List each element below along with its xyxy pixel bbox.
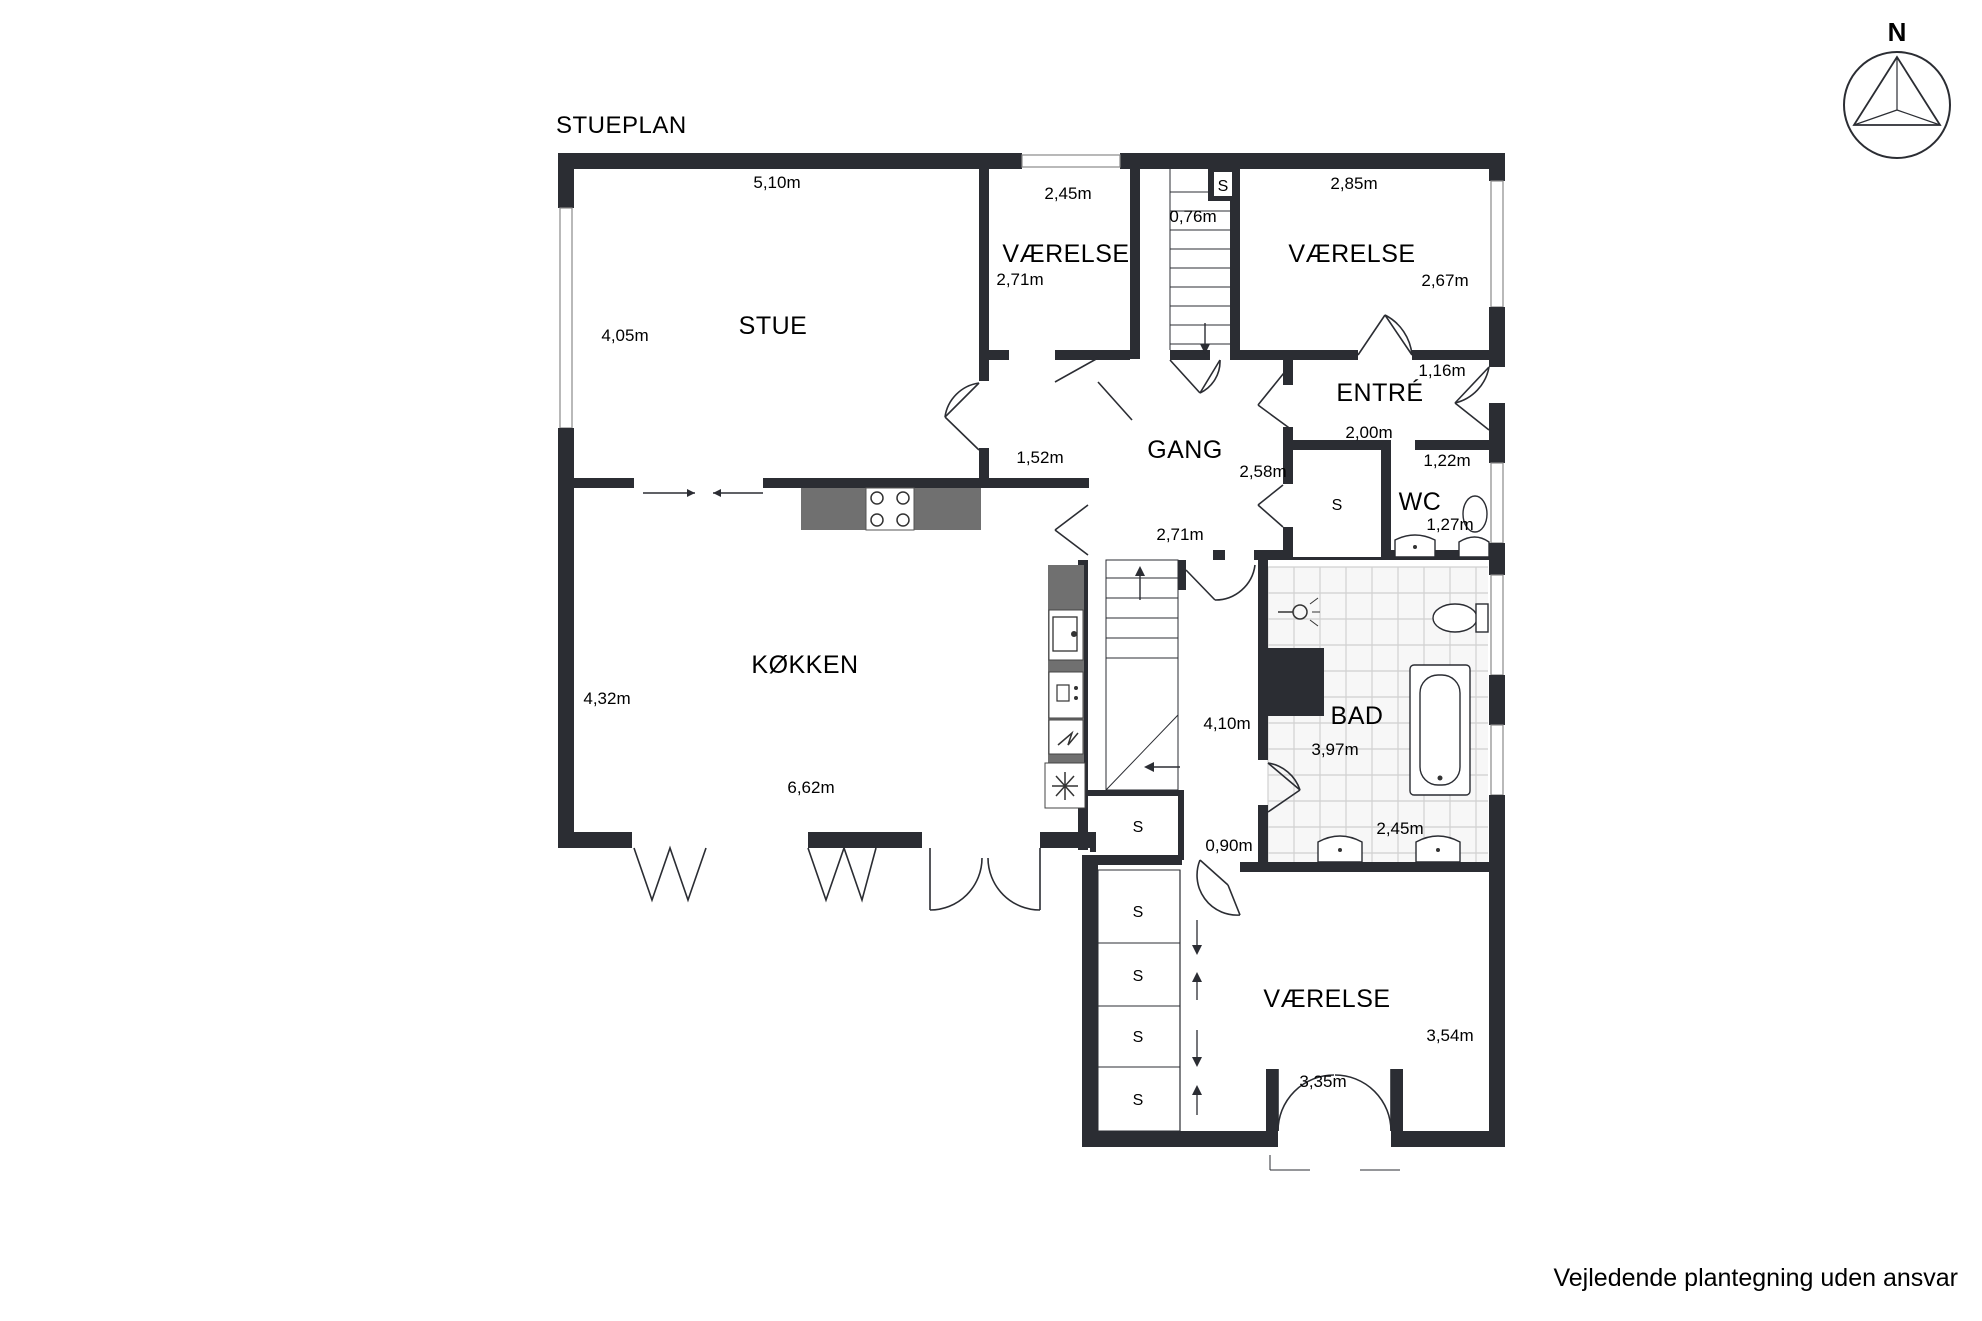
storage-label: S bbox=[1133, 819, 1144, 836]
dim-bad-width: 2,45m bbox=[1376, 819, 1423, 838]
dim-stue-depth: 4,05m bbox=[601, 326, 648, 345]
dim-vaerelse1-depth: 2,71m bbox=[996, 270, 1043, 289]
storage-label: S bbox=[1133, 968, 1144, 985]
storage-small-boxes bbox=[1096, 170, 1381, 855]
doors bbox=[929, 314, 1490, 1171]
room-name-bad: BAD bbox=[1331, 702, 1384, 730]
room-name-entre: ENTRÉ bbox=[1336, 378, 1423, 407]
bathroom-fixtures bbox=[1268, 597, 1489, 863]
sliding-door-arrow-icon bbox=[643, 489, 763, 497]
storage-label: S bbox=[1133, 1092, 1144, 1109]
room-labels: STUE VÆRELSE VÆRELSE ENTRÉ GANG WC KØKKE… bbox=[739, 240, 1442, 1013]
storage-label: S bbox=[1332, 497, 1343, 514]
stove-icon bbox=[870, 491, 910, 527]
washbasin-icon bbox=[1394, 534, 1436, 558]
stairs-lower bbox=[1105, 559, 1180, 791]
plan-title: STUEPLAN bbox=[556, 112, 687, 139]
dim-wc-width: 1,22m bbox=[1423, 451, 1470, 470]
dim-vaerelse1-width: 2,45m bbox=[1044, 184, 1091, 203]
toilet-icon bbox=[1458, 495, 1490, 558]
dim-gang-depth2: 1,52m bbox=[1016, 448, 1063, 467]
folding-doors bbox=[633, 845, 877, 903]
exterior-walls bbox=[558, 153, 1505, 1147]
dim-vaerelse3-depth: 3,54m bbox=[1426, 1026, 1473, 1045]
dim-gang-width: 2,71m bbox=[1156, 525, 1203, 544]
compass-label: N bbox=[1888, 17, 1907, 47]
storage-closets bbox=[1097, 869, 1202, 1132]
dim-gang-depth: 2,58m bbox=[1239, 462, 1286, 481]
dim-stue-width: 5,10m bbox=[753, 173, 800, 192]
room-name-vaerelse-2: VÆRELSE bbox=[1288, 240, 1415, 268]
dim-hall2-depth: 4,10m bbox=[1203, 714, 1250, 733]
dim-entre-depth: 1,16m bbox=[1418, 361, 1465, 380]
compass-icon bbox=[1843, 51, 1951, 159]
oven-icon bbox=[1057, 730, 1079, 746]
room-name-vaerelse-1: VÆRELSE bbox=[1002, 240, 1129, 268]
interior-walls bbox=[574, 169, 1489, 872]
dim-entre-width: 2,00m bbox=[1345, 423, 1392, 442]
storage-label: S bbox=[1133, 1029, 1144, 1046]
bathtub-icon bbox=[1409, 664, 1471, 796]
dim-kokken-depth: 4,32m bbox=[583, 689, 630, 708]
dim-bad-depth: 3,97m bbox=[1311, 740, 1358, 759]
shower-icon bbox=[1278, 597, 1320, 627]
room-name-stue: STUE bbox=[739, 312, 808, 340]
stairs-arrow-icon bbox=[1192, 920, 1202, 1115]
stairs-arrow-icon bbox=[1144, 762, 1154, 772]
fridge-icon bbox=[1052, 772, 1078, 800]
toilet-icon bbox=[1432, 603, 1489, 633]
stairs-arrow-icon bbox=[1200, 344, 1210, 354]
dim-wc-depth: 1,27m bbox=[1426, 515, 1473, 534]
room-name-wc: WC bbox=[1399, 488, 1442, 516]
sink-icon bbox=[1052, 616, 1078, 652]
room-dimensions: 5,10m 4,05m 2,45m 2,71m 0,76m 2,85m 2,67… bbox=[583, 173, 1473, 1091]
dim-kokken-width: 6,62m bbox=[787, 778, 834, 797]
stairs-arrow-icon bbox=[1135, 566, 1145, 576]
dim-hall2-width: 0,90m bbox=[1205, 836, 1252, 855]
washbasin-icon bbox=[1317, 835, 1461, 863]
room-name-vaerelse-3: VÆRELSE bbox=[1263, 985, 1390, 1013]
dim-vaerelse3-width: 3,35m bbox=[1299, 1072, 1346, 1091]
storage-label: S bbox=[1133, 904, 1144, 921]
dim-stairs-width: 0,76m bbox=[1169, 207, 1216, 226]
wc-fixtures bbox=[1394, 495, 1490, 558]
storage-labels: S S S S S S S bbox=[1133, 178, 1343, 1109]
kitchen-counters bbox=[801, 487, 1086, 809]
dishwasher-icon bbox=[1056, 684, 1078, 702]
room-name-gang: GANG bbox=[1147, 436, 1223, 464]
dim-vaerelse2-width: 2,85m bbox=[1330, 174, 1377, 193]
room-name-kokken: KØKKEN bbox=[751, 651, 858, 679]
disclaimer-text: Vejledende plantegning uden ansvar bbox=[1553, 1264, 1958, 1292]
dim-vaerelse2-depth: 2,67m bbox=[1421, 271, 1468, 290]
storage-label: S bbox=[1218, 178, 1229, 195]
